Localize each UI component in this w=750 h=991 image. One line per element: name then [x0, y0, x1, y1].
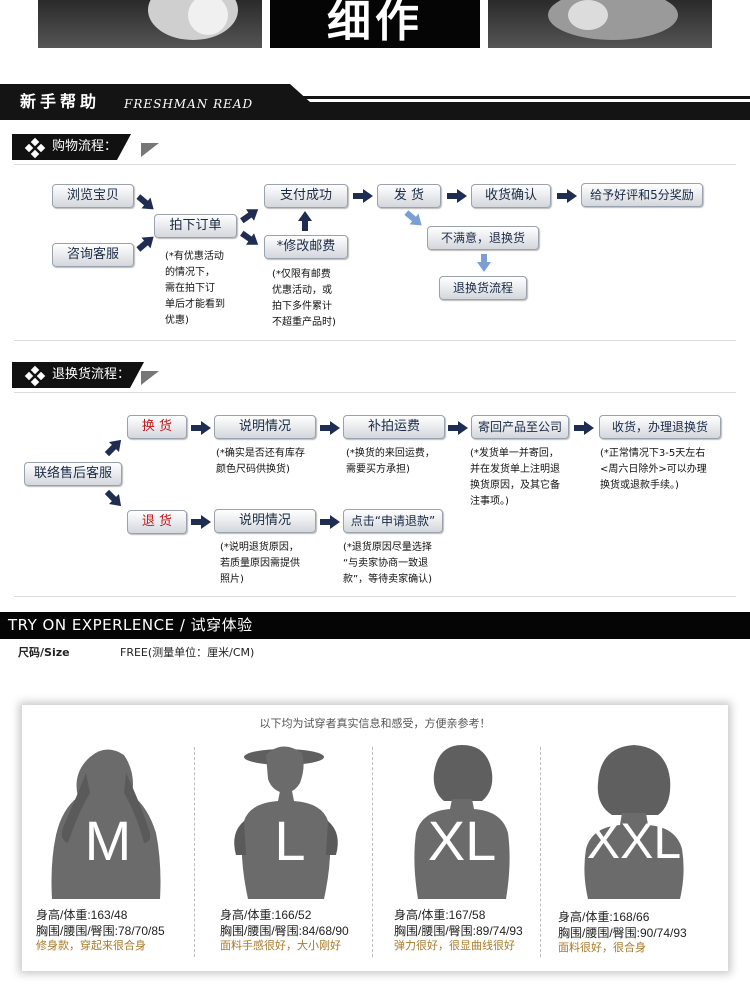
receive-process-box: 收货，办理退换货 — [599, 415, 721, 439]
give-review-box: 给予好评和5分奖励 — [581, 183, 703, 207]
unsatisfied-return-box: 不满意，退换货 — [427, 226, 539, 250]
arrow-right-icon — [191, 421, 211, 435]
header-photo-left — [38, 0, 262, 48]
arrow-right-icon — [320, 515, 340, 529]
arrow-right-icon — [557, 189, 577, 203]
size-label: 尺码/Size — [18, 646, 70, 659]
postage-note: (*仅限有邮费 优惠活动，或 拍下多件累计 不超重产品时) — [272, 269, 336, 328]
woman-with-hat-silhouette-icon — [234, 746, 338, 899]
place-order-box: 拍下订单 — [154, 214, 237, 238]
model-m-height-weight: 身高/体重:163/48 — [36, 908, 128, 922]
exchange-box: 换 货 — [127, 415, 187, 439]
return-process-title-text: 退换货流程： — [52, 367, 131, 382]
refund-explain-note: (*说明退货原因， 若质量原因需提供 照片) — [220, 542, 300, 585]
arrow-down-right-icon — [402, 207, 426, 231]
model-m-measurements: 胸围/腰围/臀围:78/70/85 — [36, 924, 165, 938]
model-l-height-weight: 身高/体重:166/52 — [220, 908, 312, 922]
woman-bob-hair-silhouette-icon — [584, 745, 684, 899]
banner-title-en: FRESHMAN READ — [124, 97, 254, 111]
model-xxl-height-weight: 身高/体重:168/66 — [558, 910, 650, 924]
header-photo-right — [488, 0, 712, 48]
model-xxl-measurements: 胸围/腰围/臀围:90/74/93 — [558, 926, 687, 940]
banner-title-cn: 新手帮助 — [20, 92, 101, 111]
model-l-measurements: 胸围/腰围/臀围:84/68/90 — [220, 924, 349, 938]
refund-box: 退 货 — [127, 510, 187, 534]
banner-background — [0, 84, 750, 120]
column-divider — [194, 747, 195, 957]
model-xl-height-weight: 身高/体重:167/58 — [394, 908, 486, 922]
arrow-right-icon — [574, 421, 594, 435]
column-divider — [540, 747, 541, 957]
arrow-up-right-icon — [238, 204, 262, 227]
arrow-down-right-icon — [102, 487, 126, 511]
exchange-explain-note: (*确实是否还有库存 颜色尺码供换货) — [216, 448, 305, 475]
banner-line — [300, 96, 750, 99]
payment-success-box: 支付成功 — [264, 184, 348, 208]
section-divider — [14, 392, 736, 393]
pay-shipping-note: (*换货的来回运费， 需要买方承担) — [346, 448, 435, 475]
model-silhouette-xl: XL — [382, 743, 542, 899]
arrow-down-right-icon — [238, 228, 262, 251]
title-tail-decoration — [141, 143, 159, 157]
model-l-comment: 面料手感很好，大小刚好 — [220, 939, 341, 952]
diamond-cluster-icon — [26, 139, 44, 157]
refund-explain-box: 说明情况 — [214, 509, 316, 533]
arrow-down-right-icon — [134, 191, 158, 215]
pay-shipping-box: 补拍运费 — [343, 415, 445, 439]
header-photo-label: 细作 — [270, 0, 480, 48]
model-silhouette-l: L — [210, 743, 370, 899]
consult-service-box: 咨询客服 — [52, 243, 134, 267]
return-process-title: 退换货流程： — [12, 362, 144, 388]
diamond-cluster-icon — [26, 367, 44, 385]
title-tail-decoration — [141, 371, 159, 385]
browse-items-box: 浏览宝贝 — [52, 184, 134, 208]
order-note: (*有优惠活动 的情况下， 需在拍下订 单后才能看到 优惠) — [165, 251, 225, 326]
arrow-right-icon — [191, 515, 211, 529]
shopping-process-title: 购物流程： — [12, 134, 131, 160]
apply-refund-note: (*退货原因尽量选择 “与卖家协商一致退 款”，等待卖家确认) — [343, 542, 433, 585]
size-letter-m: M — [84, 809, 132, 872]
size-letter-xl: XL — [427, 809, 497, 872]
ship-box: 发 货 — [377, 184, 441, 208]
receive-process-note: (*正常情况下3-5天左右 <周六日除外>可以办理 换货或退款手续。) — [600, 448, 707, 491]
size-letter-xxl: XXL — [586, 813, 682, 869]
section-divider — [14, 340, 736, 341]
arrow-right-icon — [447, 189, 467, 203]
section-divider — [14, 596, 736, 597]
exchange-explain-box: 说明情况 — [214, 415, 316, 439]
arrow-right-icon — [353, 189, 373, 203]
model-xl-measurements: 胸围/腰围/臀围:89/74/93 — [394, 924, 523, 938]
panel-note: 以下均为试穿者真实信息和感受，方便亲参考！ — [259, 717, 491, 730]
arrow-up-icon — [298, 211, 312, 231]
shopping-process-title-text: 购物流程： — [52, 139, 118, 154]
try-on-title: TRY ON EXPERLENCE / 试穿体验 — [0, 612, 750, 639]
arrow-up-right-icon — [102, 435, 126, 459]
woman-silhouette-icon — [51, 749, 161, 899]
return-process-box: 退换货流程 — [439, 276, 527, 300]
arrow-right-icon — [320, 421, 340, 435]
model-xxl-comment: 面料很好，很合身 — [558, 941, 646, 954]
confirm-receipt-box: 收货确认 — [471, 184, 551, 208]
modify-postage-box: *修改邮费 — [264, 235, 348, 259]
model-silhouette-m: M — [28, 743, 188, 899]
woman-short-hair-silhouette-icon — [414, 745, 510, 899]
arrow-right-icon — [448, 421, 468, 435]
send-back-note: (*发货单一并寄回， 并在发货单上注明退 换货原因，及其它备 注事项。) — [470, 448, 560, 507]
model-m-comment: 修身款，穿起来很合身 — [36, 939, 146, 952]
try-on-panel: 以下均为试穿者真实信息和感受，方便亲参考！ M 身高/体重:163/48 胸围/… — [22, 705, 728, 971]
arrow-down-icon — [477, 254, 491, 272]
freshman-banner: 新手帮助 FRESHMAN READ — [0, 84, 750, 120]
apply-refund-box: 点击“申请退款” — [343, 509, 443, 533]
send-back-box: 寄回产品至公司 — [471, 415, 569, 439]
model-xl-comment: 弹力很好，很显曲线很好 — [394, 939, 515, 952]
size-letter-l: L — [274, 809, 306, 872]
size-value: FREE(测量单位：厘米/CM) — [120, 646, 255, 659]
column-divider — [372, 747, 373, 957]
model-silhouette-xxl: XXL — [554, 743, 714, 899]
section-divider — [14, 164, 736, 165]
contact-service-box: 联络售后客服 — [24, 462, 122, 486]
